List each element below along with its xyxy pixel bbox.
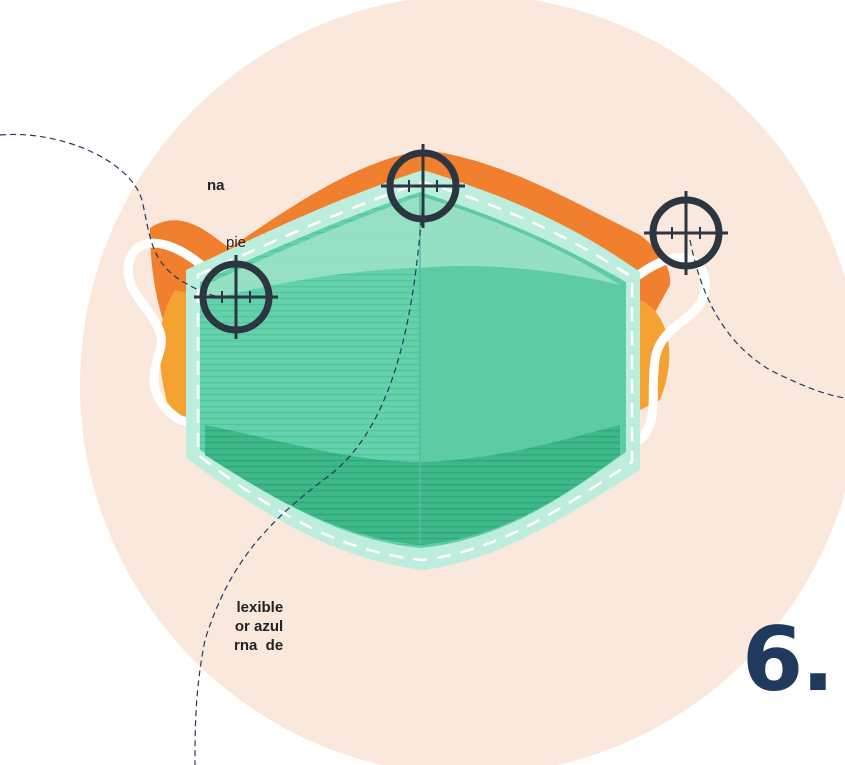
bottom-left-label-line-3: rna de bbox=[234, 637, 284, 654]
mask-stitching bbox=[196, 180, 634, 562]
right-ear-loop bbox=[627, 253, 710, 445]
mask-top-band bbox=[205, 196, 620, 300]
mask-bottom-pleat bbox=[205, 425, 620, 545]
left-ear-loop bbox=[123, 238, 210, 430]
bottom-left-label-line-1: lexible bbox=[236, 599, 284, 616]
bottom-left-label-line-2: or azul bbox=[234, 618, 284, 635]
target-crosshair-icon bbox=[381, 144, 465, 228]
bottom-left-label: lexible or azul rna de bbox=[234, 598, 283, 655]
top-left-label-line-1: na bbox=[207, 177, 225, 194]
top-left-label-line-2: pie bbox=[226, 234, 247, 251]
step-number: 6. bbox=[742, 608, 835, 711]
connector-line-right bbox=[689, 239, 845, 399]
connector-line-bottom bbox=[194, 199, 424, 765]
target-crosshair-icon bbox=[644, 191, 728, 275]
connector-line-top-left bbox=[0, 133, 233, 299]
target-crosshair-icon bbox=[194, 255, 278, 339]
